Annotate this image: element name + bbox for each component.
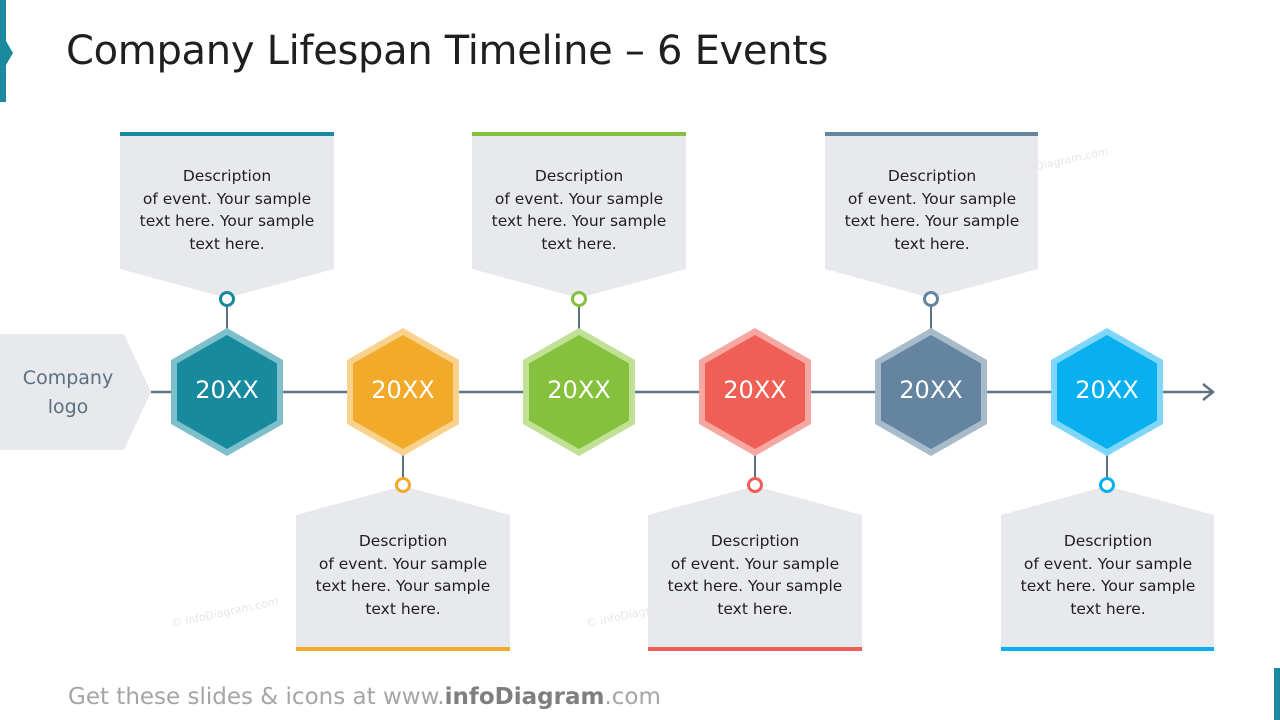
event-2-callout — [296, 486, 510, 649]
event-1-year: 20XX — [195, 376, 259, 404]
event-6-hexagon — [1057, 335, 1157, 449]
event-1-desc-line-1: Description — [182, 167, 272, 185]
event-5-year: 20XX — [899, 376, 963, 404]
event-4-desc-line-4: text here. — [717, 599, 793, 618]
event-4-desc-line-3: text here. Your sample — [667, 577, 843, 595]
event-1-desc-line-3: text here. Your sample — [139, 212, 315, 230]
event-5-callout — [825, 135, 1038, 298]
event-1-desc-line-4: text here. — [189, 234, 265, 253]
event-6-year: 20XX — [1075, 376, 1139, 404]
event-5-desc-line-1: Description — [887, 167, 977, 185]
event-3-description: Description of event. Your sample text h… — [472, 165, 686, 255]
event-1-callout-stripe — [120, 132, 334, 136]
event-4-description: Description of event. Your sample text h… — [648, 530, 862, 620]
event-6-callout-stripe — [1001, 647, 1214, 651]
event-6-desc-line-3: text here. Your sample — [1020, 577, 1196, 595]
event-2-callout-stripe — [296, 647, 510, 651]
event-3-marker — [571, 291, 587, 307]
event-4-year: 20XX — [723, 376, 787, 404]
event-4-desc-line-2: of event. Your sample — [670, 554, 840, 573]
event-2 — [296, 328, 510, 651]
company-logo-line-2: logo — [47, 396, 89, 418]
title-accent-notch — [6, 41, 13, 65]
event-6-desc-line-2: of event. Your sample — [1023, 554, 1193, 573]
event-3-desc-line-2: of event. Your sample — [494, 189, 664, 208]
event-4-callout — [648, 486, 862, 649]
event-4-hexagon — [705, 335, 805, 449]
company-logo-tag — [0, 334, 151, 450]
event-6 — [1001, 328, 1214, 651]
timeline-arrowhead — [1202, 383, 1216, 401]
page-title: Company Lifespan Timeline – 6 Events — [66, 28, 829, 74]
event-2-desc-line-3: text here. Your sample — [315, 577, 491, 595]
event-5-description: Description of event. Your sample text h… — [825, 165, 1039, 255]
footer-promo: Get these slides & icons at www.infoDiag… — [68, 684, 661, 710]
event-1-marker — [219, 291, 235, 307]
event-6-desc-line-4: text here. — [1070, 599, 1146, 618]
event-5 — [825, 132, 1038, 456]
event-5-desc-line-2: of event. Your sample — [847, 189, 1017, 208]
event-6-marker — [1099, 477, 1115, 493]
event-6-desc-line-1: Description — [1063, 532, 1153, 550]
event-3-callout-stripe — [472, 132, 686, 136]
event-1-hexagon — [177, 335, 277, 449]
event-6-description: Description of event. Your sample text h… — [1001, 530, 1215, 620]
event-3-year: 20XX — [547, 376, 611, 404]
event-3-desc-line-3: text here. Your sample — [491, 212, 667, 230]
event-3-desc-line-1: Description — [534, 167, 624, 185]
event-5-marker — [923, 291, 939, 307]
event-4 — [648, 328, 862, 651]
event-1-description: Description of event. Your sample text h… — [120, 165, 334, 255]
corner-accent — [1274, 668, 1280, 720]
event-2-year: 20XX — [371, 376, 435, 404]
company-logo-line-1: Company — [22, 367, 114, 389]
event-3-desc-line-4: text here. — [541, 234, 617, 253]
event-5-callout-stripe — [825, 132, 1038, 136]
event-6-callout — [1001, 486, 1214, 649]
event-4-callout-stripe — [648, 647, 862, 651]
event-2-desc-line-2: of event. Your sample — [318, 554, 488, 573]
event-4-desc-line-1: Description — [710, 532, 800, 550]
event-3 — [472, 132, 686, 456]
event-2-desc-line-1: Description — [358, 532, 448, 550]
company-logo-label: Company logo — [8, 364, 128, 422]
event-2-marker — [395, 477, 411, 493]
event-1-callout — [120, 135, 334, 298]
event-1 — [120, 132, 334, 456]
event-2-hexagon — [353, 335, 453, 449]
event-3-callout — [472, 135, 686, 298]
event-1-desc-line-2: of event. Your sample — [142, 189, 312, 208]
footer-brand: infoDiagram — [444, 684, 605, 710]
title-accent-bar — [0, 0, 6, 102]
event-2-description: Description of event. Your sample text h… — [296, 530, 510, 620]
event-3-hexagon — [529, 335, 629, 449]
event-5-desc-line-3: text here. Your sample — [844, 212, 1020, 230]
footer-prefix: Get these slides & icons at www. — [68, 684, 445, 710]
event-5-desc-line-4: text here. — [894, 234, 970, 253]
event-4-marker — [747, 477, 763, 493]
footer-suffix: .com — [604, 684, 661, 710]
event-2-desc-line-4: text here. — [365, 599, 441, 618]
event-5-hexagon — [881, 335, 981, 449]
